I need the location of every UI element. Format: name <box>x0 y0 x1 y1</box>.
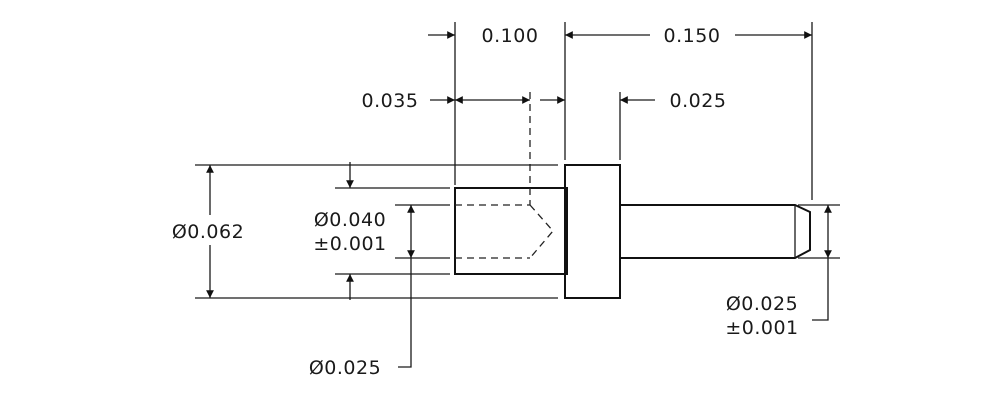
hidden-bore <box>455 204 554 259</box>
dimension-labels: 0.100 0.150 0.035 0.025 Ø0.062 Ø0.040 ±0… <box>172 25 798 379</box>
label-drill-point-diameter: Ø0.025 <box>309 357 381 379</box>
label-pin-tolerance: ±0.001 <box>725 317 798 339</box>
socket-body <box>454 187 568 275</box>
leader-pin-diameter <box>812 258 829 321</box>
label-bore-diameter: Ø0.040 <box>314 209 386 231</box>
leader-drill-point <box>398 258 412 368</box>
label-overall-right: 0.150 <box>664 25 721 47</box>
pin <box>620 204 811 259</box>
label-bore-tolerance: ±0.001 <box>313 233 386 255</box>
part-outline <box>454 164 811 299</box>
label-pin-diameter: Ø0.025 <box>726 293 798 315</box>
dimension-lines <box>206 31 832 368</box>
extension-lines <box>195 22 840 299</box>
label-overall-left: 0.100 <box>482 25 539 47</box>
label-body-diameter: Ø0.062 <box>172 221 244 243</box>
flange <box>564 164 621 299</box>
label-bore-depth: 0.035 <box>362 90 419 112</box>
label-flange-width: 0.025 <box>670 90 727 112</box>
